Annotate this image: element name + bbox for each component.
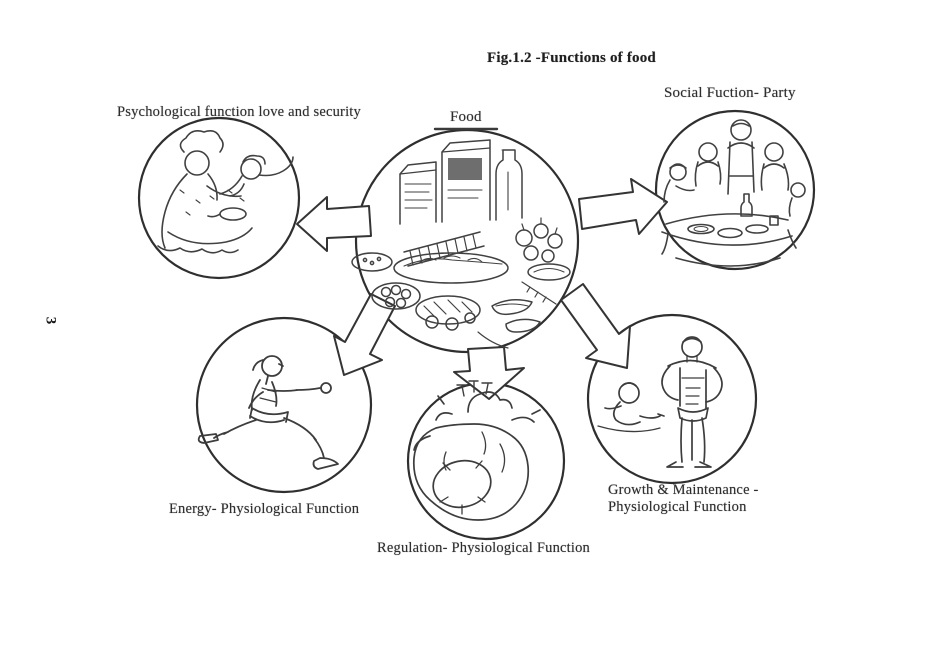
label-social-function: Social Fuction- Party — [664, 85, 796, 101]
label-growth-function: Growth & Maintenance - Physiological Fun… — [608, 482, 788, 517]
anatomical-heart-illustration — [412, 380, 541, 521]
label-growth-line2: Physiological Function — [608, 499, 747, 516]
assorted-food-illustration — [351, 139, 571, 349]
label-regulation-function: Regulation- Physiological Function — [377, 540, 591, 556]
figure-title: Fig.1.2 -Functions of food — [487, 50, 656, 66]
arrow-down-right — [560, 283, 631, 369]
man-and-baby-illustration — [597, 336, 723, 468]
label-psychological-function: Psychological function love and security — [117, 104, 361, 120]
arrow-right — [578, 178, 668, 235]
arrow-left — [296, 196, 372, 252]
party-table-illustration — [661, 119, 806, 267]
label-growth-line1: Growth & Maintenance - — [608, 482, 759, 498]
label-energy-function: Energy- Physiological Function — [169, 501, 360, 517]
mother-and-child-illustration — [157, 130, 294, 254]
diagram-arrows — [296, 178, 668, 400]
label-food: Food — [450, 109, 482, 125]
arrow-down-left — [333, 293, 396, 376]
running-man-illustration — [197, 355, 339, 470]
arrow-down — [453, 346, 525, 400]
page-number: 3 — [42, 316, 59, 325]
